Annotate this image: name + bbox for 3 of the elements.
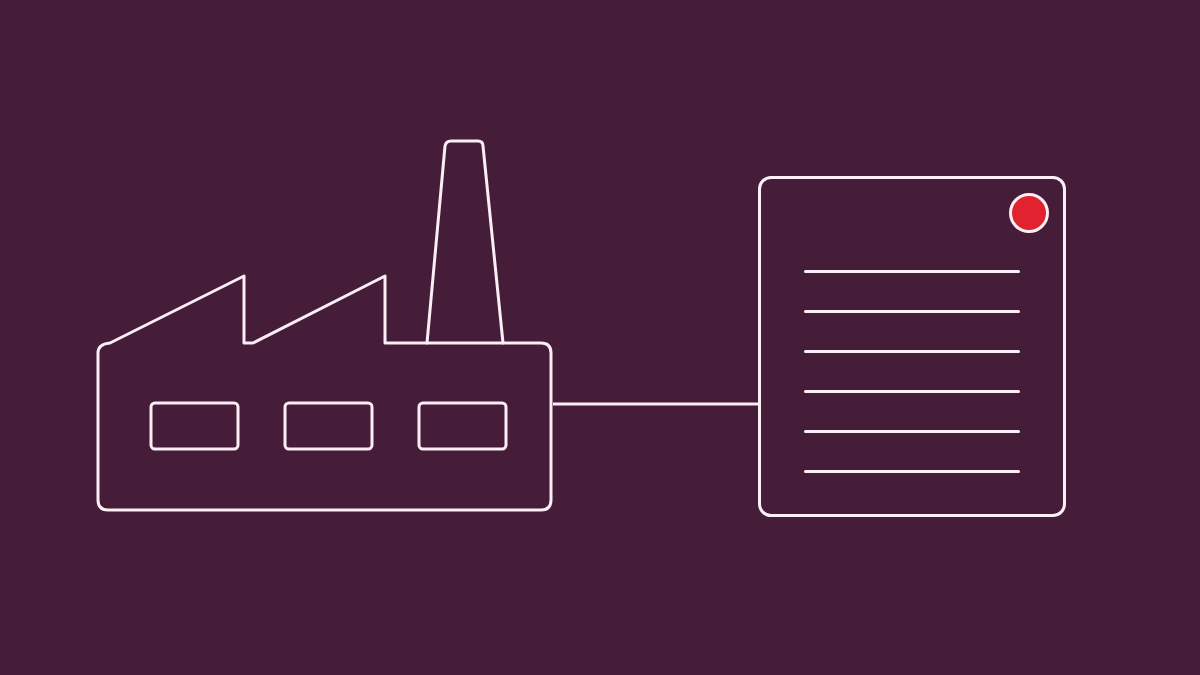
document-panel (758, 176, 1066, 517)
factory-drawing (96, 138, 553, 514)
connector-line (553, 402, 758, 406)
